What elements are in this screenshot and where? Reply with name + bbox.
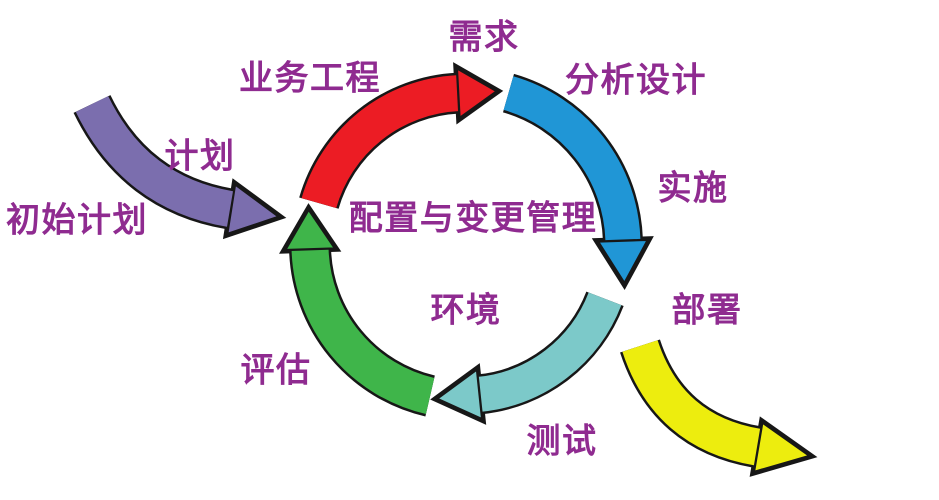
label-requirements: 需求 [448,17,520,58]
deployment-exit-arrow [620,339,818,477]
label-testing: 测试 [526,421,598,462]
label-initial-plan: 初始计划 [6,200,148,241]
label-environment: 环境 [430,290,502,331]
label-plan: 计划 [164,136,236,177]
plan-entry-arrow [73,94,287,240]
label-deployment: 部署 [671,290,743,331]
label-evaluation: 评估 [240,350,312,391]
cycle-top-arrow [299,62,504,210]
label-business-engineering: 业务工程 [239,58,381,99]
cycle-right-arrow [502,73,654,291]
cycle-left-arrow [279,203,436,417]
label-config-change-mgmt: 配置与变更管理 [348,198,598,239]
cycle-bottom-arrow [430,291,624,425]
label-analysis-design: 分析设计 [565,60,707,101]
label-implementation: 实施 [657,168,729,209]
